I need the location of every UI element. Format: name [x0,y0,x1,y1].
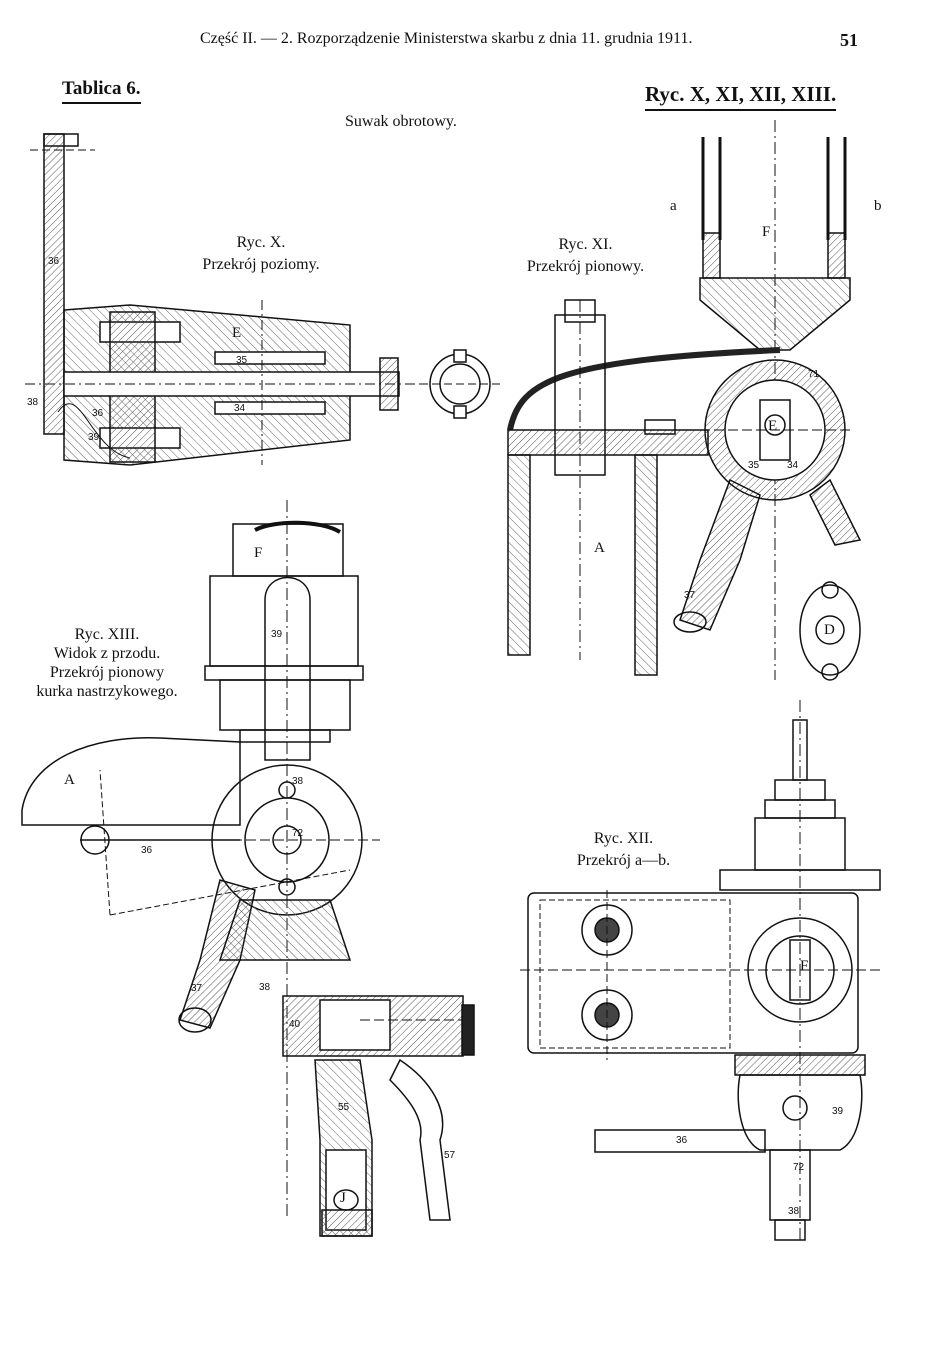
fig12-caption: Ryc. XII. Przekrój a—b. [566,828,681,872]
fig13-label-F: F [254,545,263,561]
fig11-subtitle: Przekrój pionowy. [526,258,645,275]
fig10-drawing [25,133,420,466]
running-title: Część II. — 2. Rozporządzenie Ministerst… [200,30,693,47]
fig12-title: Ryc. XII. [593,830,654,847]
fig13-caption: Ryc. XIII. Widok z przodu. Przekrój pion… [22,625,192,701]
fig10-label-35: 35 [236,355,248,366]
fig13-label-J: J [340,1190,346,1206]
fig13-label-40: 40 [289,1019,301,1030]
fig10-label-36b: 36 [92,408,104,419]
fig10-label-39: 39 [88,432,100,443]
fig12-subtitle: Przekrój a—b. [576,852,671,869]
fig12-label-F: F [800,958,809,974]
fig11-label-b: b [874,198,882,214]
fig13-label-38b: 38 [259,982,271,993]
fig10-plate-top [43,133,79,147]
fig12-label-38: 38 [788,1206,800,1217]
fig11-label-37: 37 [684,590,696,601]
fig13-label-A: A [64,772,75,788]
fig11-title: Ryc. XI. [558,236,613,253]
fig13-line1: Widok z przodu. [53,645,161,662]
fig12-label-72: 72 [793,1162,805,1173]
fig11-label-F: F [762,224,771,240]
fig11-label-E: E [768,418,778,434]
fig13-label-37: 37 [191,983,203,994]
fig13-line2: Przekrój pionowy [49,664,165,681]
fig11-label-D: D [824,622,835,638]
plate-label: Tablica 6. [62,78,141,104]
fig12-label-39: 39 [832,1106,844,1117]
fig13-drawing [21,500,475,1237]
fig13-label-39: 39 [271,629,283,640]
fig10-title: Ryc. X. [236,234,286,251]
fig10-label-E: E [232,325,242,341]
fig11-label-71: 71 [808,369,820,380]
fig12-label-36: 36 [676,1135,688,1146]
fig11-label-35: 35 [748,460,760,471]
fig13-line3: kurka nastrzykowego. [36,683,178,700]
figures-label: Ryc. X, XI, XII, XIII. [645,82,837,111]
fig10-label-38: 38 [27,397,39,408]
drawing-subject: Suwak obrotowy. [345,113,457,130]
fig13-label-55: 55 [338,1102,350,1113]
fig13-title: Ryc. XIII. [74,626,140,643]
fig11-caption: Ryc. XI. Przekrój pionowy. [518,234,653,278]
fig13-label-57: 57 [444,1150,456,1161]
fig13-label-36: 36 [141,845,153,856]
fig12-drawing [520,700,881,1241]
fig10-label-36: 36 [48,256,60,267]
fig10-caption: Ryc. X. Przekrój poziomy. [196,232,326,276]
fig11-label-a: a [670,198,677,214]
fig11-drawing [507,120,862,681]
fig10-subtitle: Przekrój poziomy. [202,256,320,273]
fig10-label-34: 34 [234,403,246,414]
fig13-label-38: 38 [292,776,304,787]
page-number: 51 [840,30,858,50]
fig11-label-34: 34 [787,460,799,471]
fig10-ring-detail [420,349,500,419]
fig10-plate [43,133,65,435]
fig13-label-72: 72 [292,828,304,839]
fig11-label-A: A [594,540,605,556]
